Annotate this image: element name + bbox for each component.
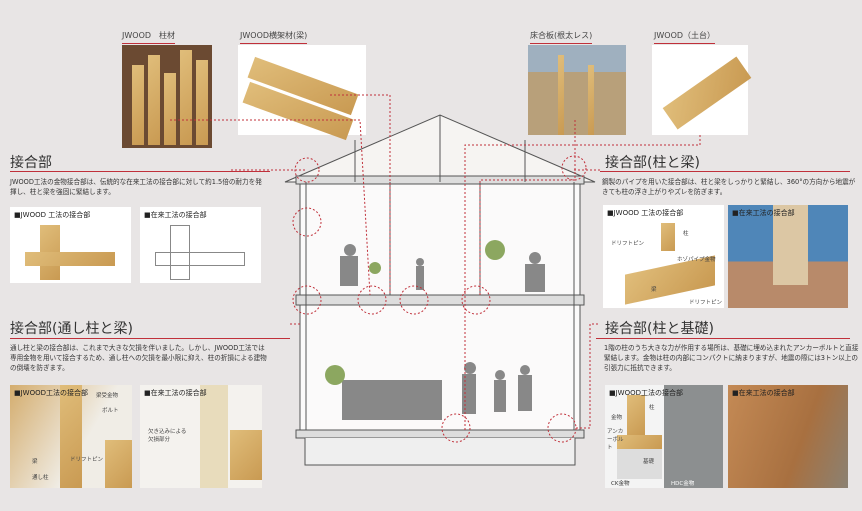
label-beam: 梁	[32, 459, 38, 465]
through-column-conventional-photo: ■在来工法の接合部 欠き込みによる 欠損部分	[140, 385, 262, 488]
panel-title: ■JWOOD工法の接合部	[14, 389, 89, 397]
label-column: 柱	[683, 231, 689, 237]
label-drift-pin: ドリフトピン	[70, 457, 104, 463]
label-anchor-bolt: アンカーボルト	[607, 429, 624, 451]
label-hdc-hardware: HDC金物	[671, 481, 695, 487]
panel-title: ■在来工法の接合部	[732, 389, 795, 397]
material-label-column: JWOOD 柱材	[122, 30, 176, 44]
label-drift-pin: ドリフトピン	[611, 241, 645, 247]
label-drift-pin: ドリフトピン	[689, 300, 723, 306]
label-foundation: 基礎	[643, 459, 655, 465]
panel-title: ■JWOOD 工法の接合部	[607, 209, 684, 217]
sill-material-photo	[652, 45, 752, 135]
foundation-rule	[596, 338, 850, 339]
label-hardware: 梁受金物	[96, 393, 119, 399]
label-bolt: ボルト	[102, 408, 119, 414]
kitchen-counter	[342, 380, 442, 420]
foundation-jwood-photo: ■JWOOD工法の接合部 柱 金物 アンカーボルト 基礎 CK金物 HDC金物	[605, 385, 723, 488]
panel-title: ■在来工法の接合部	[144, 211, 207, 219]
panel-title: ■在来工法の接合部	[732, 209, 795, 217]
label-beam: 梁	[651, 287, 657, 293]
label-notch: 欠き込みによる 欠損部分	[148, 429, 187, 443]
material-label-sill: JWOOD（土台）	[654, 30, 716, 44]
label-column: 柱	[649, 405, 655, 411]
joint-conventional-diagram: ■在来工法の接合部	[140, 207, 261, 283]
column-beam-description: 鋼製のパイプを用いた接合部は、柱と梁をしっかりと緊結し、360°の方向から地震が…	[602, 178, 856, 196]
joint-jwood-diagram: ■JWOOD 工法の接合部	[10, 207, 131, 283]
column-material-photo	[122, 45, 212, 148]
foundation-description: 1階の柱のうち大きな力が作用する場所は、基礎に埋め込まれたアンカーボルトと直接緊…	[604, 344, 859, 372]
through-column-rule	[10, 338, 290, 339]
panel-title: ■JWOOD工法の接合部	[609, 389, 684, 397]
column-beam-conventional-photo: ■在来工法の接合部	[728, 205, 848, 308]
column-beam-rule	[600, 171, 850, 172]
floor-plywood-photo	[528, 45, 626, 135]
panel-title: ■在来工法の接合部	[144, 389, 207, 397]
through-column-heading: 接合部(通し柱と梁)	[10, 321, 133, 337]
column-beam-jwood-diagram: ■JWOOD 工法の接合部 柱 ドリフトピン ホゾパイプ金物 梁 ドリフトピン	[603, 205, 724, 308]
label-through-column: 通し柱	[32, 475, 49, 481]
through-column-jwood-photo: ■JWOOD工法の接合部 梁受金物 ボルト 梁 ドリフトピン 通し柱	[10, 385, 132, 488]
foundation-conventional-photo: ■在来工法の接合部	[728, 385, 848, 488]
material-label-floor: 床合板(根太レス)	[530, 30, 593, 44]
label-pipe: ホゾパイプ金物	[677, 257, 716, 263]
joint-heading: 接合部	[10, 155, 52, 171]
through-column-description: 通し柱と梁の接合部は、これまで大きな欠損を伴いました。しかし、JWOOD工法では…	[10, 344, 267, 372]
label-ck-hardware: CK金物	[611, 481, 630, 487]
panel-title: ■JWOOD 工法の接合部	[14, 211, 91, 219]
label-hardware: 金物	[611, 415, 623, 421]
joint-rule	[10, 171, 270, 172]
foundation-heading: 接合部(柱と基礎)	[605, 321, 714, 337]
joint-description: JWOOD工法の金物接合部は、伝統的な在来工法の接合部に対して約1.5倍の耐力を…	[10, 178, 262, 196]
material-label-beam: JWOOD横架材(梁)	[240, 30, 308, 44]
column-beam-heading: 接合部(柱と梁)	[605, 155, 700, 171]
